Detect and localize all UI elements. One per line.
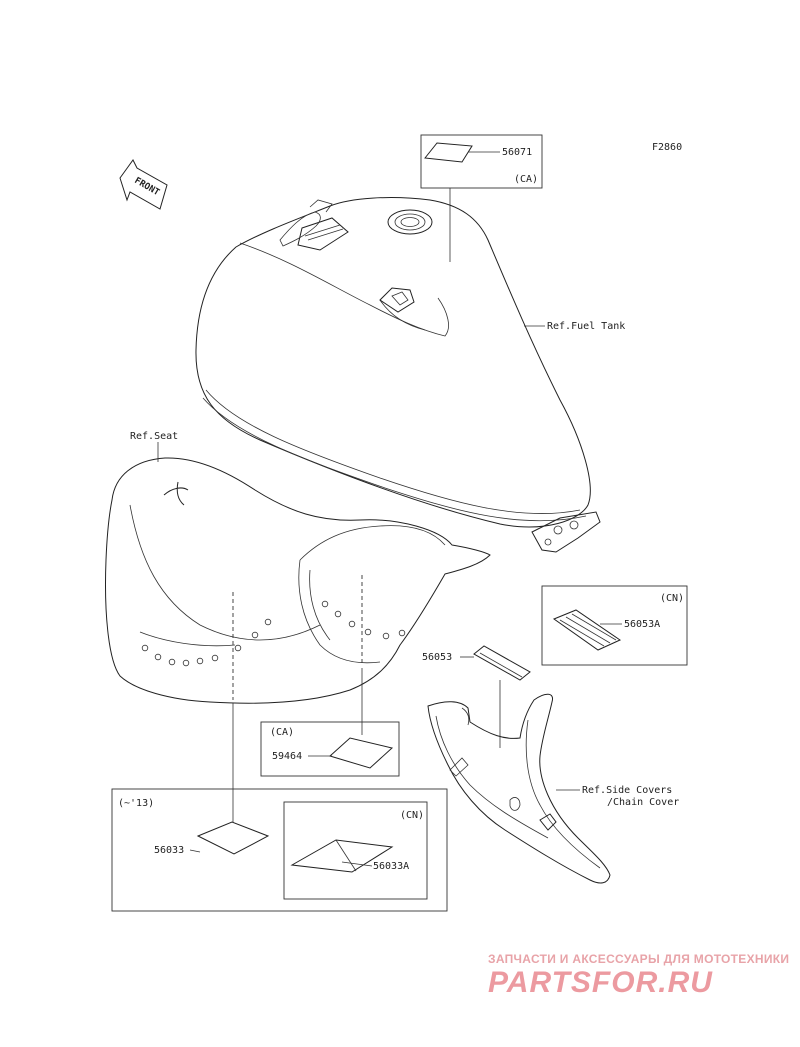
variant-ca-seat: (CA) [270, 727, 294, 738]
label-56053-icon [473, 645, 531, 681]
label-56071-icon [424, 142, 473, 163]
ref-chain-cover: /Chain Cover [607, 797, 679, 808]
variant-year-13: (~'13) [118, 798, 154, 809]
watermark-tagline: ЗАПЧАСТИ И АКСЕССУАРЫ ДЛЯ МОТОТЕХНИКИ [488, 952, 790, 966]
label-56033a-icon [290, 839, 394, 873]
variant-cn-side: (CN) [660, 593, 684, 604]
figure-code: F2860 [652, 142, 682, 153]
part-56053: 56053 [422, 652, 452, 663]
part-56053a: 56053A [624, 619, 660, 630]
variant-ca-top: (CA) [514, 174, 538, 185]
ref-side-covers: Ref.Side Covers [582, 785, 672, 796]
front-arrow-icon: FRONT [119, 159, 168, 210]
label-56053a-box: (CN) 56053A [541, 585, 688, 666]
label-56071-box: 56071 (CA) [420, 134, 543, 252]
seat-drawing [105, 457, 491, 704]
variant-cn-seat: (CN) [400, 810, 424, 821]
watermark-logo: PARTSFOR.RU [488, 966, 713, 999]
part-56033a: 56033A [373, 861, 409, 872]
part-56033: 56033 [154, 845, 184, 856]
fuel-tank-drawing [195, 197, 601, 553]
label-56033-icon [196, 821, 270, 855]
part-59464: 59464 [272, 751, 302, 762]
label-59464-box: (CA) 59464 [260, 668, 400, 777]
ref-seat: Ref.Seat [130, 431, 178, 442]
label-59464-icon [329, 737, 394, 769]
side-cover-drawing [427, 693, 611, 884]
label-56053a-icon [552, 609, 622, 651]
year-13-box: (~'13) 56033 (CN) 56033A [111, 703, 448, 912]
part-56071: 56071 [502, 147, 532, 158]
label-56053: 56053 [422, 645, 531, 748]
ref-fuel-tank: Ref.Fuel Tank [547, 321, 625, 332]
